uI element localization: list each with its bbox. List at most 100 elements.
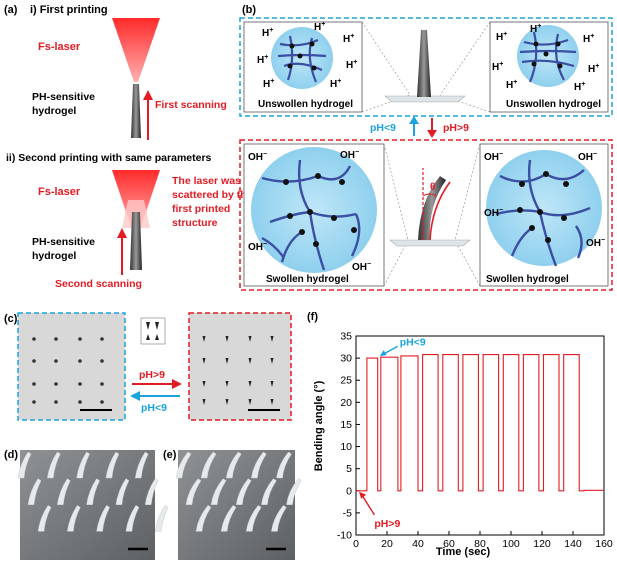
angle-arc xyxy=(422,193,437,197)
annotation-ph-high-arrowhead xyxy=(359,491,367,499)
unswollen-right-label: Unswollen hydrogel xyxy=(506,99,601,110)
sem-pillar xyxy=(57,478,71,505)
sem-pillar xyxy=(134,451,149,479)
x-tick-label: 0 xyxy=(353,538,359,550)
panel-f-label: (f) xyxy=(307,311,318,323)
sem-pillar xyxy=(67,504,81,532)
scan-arrow-1-head xyxy=(143,90,153,100)
scan-arrow-2-head xyxy=(117,228,127,238)
sem-pillar xyxy=(175,451,192,479)
pillar-dot xyxy=(270,399,274,405)
pillar-dot xyxy=(270,358,274,364)
h-ion-6: H+ xyxy=(263,78,274,90)
x-tick-label: 120 xyxy=(533,538,551,550)
sem-pillar xyxy=(17,451,32,479)
pillar-dot xyxy=(78,382,82,386)
oh-ion-5: OH− xyxy=(484,151,503,163)
sem-pillar xyxy=(47,451,61,479)
y-tick-label: 20 xyxy=(340,397,352,409)
sem-image-d xyxy=(20,450,155,560)
pillar-dot xyxy=(100,400,104,404)
step2-title: ii) Second printing with same parameters xyxy=(6,152,212,164)
ph-low-arrow-head xyxy=(409,116,419,124)
x-tick-label: 80 xyxy=(474,538,486,550)
sem-pillars-d xyxy=(17,451,169,532)
inset-pillar-schematic xyxy=(140,317,166,345)
pillar-dot xyxy=(248,381,252,387)
h-ion-12: H+ xyxy=(588,63,599,75)
step1-title: i) First printing xyxy=(30,4,108,16)
sem-pillar xyxy=(210,478,227,505)
panel-d-label: (d) xyxy=(4,449,18,461)
substrate-bottom xyxy=(389,239,471,247)
x-tick-label: 40 xyxy=(412,538,424,550)
ph-high-label-c: pH>9 xyxy=(139,369,165,381)
pillar-dot xyxy=(225,358,229,364)
pillar-dot xyxy=(32,337,36,341)
pillar-dot xyxy=(202,381,206,387)
pillar-dot xyxy=(78,400,82,404)
pillar-dot xyxy=(202,399,206,405)
sem-pillar xyxy=(271,505,287,532)
sem-pillar xyxy=(105,451,120,479)
ph-low-label: pH<9 xyxy=(370,122,396,134)
sem-pillar xyxy=(86,478,100,505)
pillar-dot xyxy=(100,382,104,386)
material-label-1b: hydrogel xyxy=(32,105,76,117)
pillar-dot xyxy=(270,336,274,342)
y-tick-label: -10 xyxy=(337,530,352,542)
oh-ion-6: OH− xyxy=(578,151,597,163)
pillar-dot xyxy=(32,359,36,363)
h-ion-3: H+ xyxy=(343,33,354,45)
oh-ion-8: OH− xyxy=(586,237,605,249)
zoom-line-1 xyxy=(361,21,411,96)
laser-cone-1 xyxy=(112,18,160,82)
array-image-right xyxy=(188,312,292,421)
unswollen-gel-right xyxy=(517,25,579,87)
pillar-dot xyxy=(32,382,36,386)
bent-pillar xyxy=(418,176,446,240)
second-scan-label: Second scanning xyxy=(55,278,142,290)
pillar-dot xyxy=(54,400,58,404)
h-ion-2: H+ xyxy=(314,21,325,33)
oh-ion-1: OH− xyxy=(248,151,267,163)
panel-a: (a) i) First printing Fs-laser PH-sensit… xyxy=(4,4,253,290)
x-tick-label: 100 xyxy=(502,538,520,550)
y-tick-label: 15 xyxy=(340,419,352,431)
pillar-array-right xyxy=(202,336,274,405)
pillar-dot xyxy=(100,359,104,363)
inset-upright xyxy=(146,322,159,330)
swollen-gel-right xyxy=(486,150,602,266)
crosslinks-swollen-right xyxy=(517,171,569,243)
swollen-box xyxy=(239,139,613,291)
zoom-line-5 xyxy=(383,143,409,241)
pillar-dot xyxy=(100,337,104,341)
y-tick-label: 10 xyxy=(340,441,352,453)
sem-pillar xyxy=(261,478,277,505)
sem-pillar xyxy=(115,478,130,505)
y-tick-label: 0 xyxy=(346,485,352,497)
panel-c: (c) pH>9 pH<9 xyxy=(4,312,292,421)
x-tick-label: 20 xyxy=(381,538,393,550)
h-ion-9: H+ xyxy=(496,31,507,43)
material-label-1a: PH-sensitive xyxy=(32,91,95,103)
sem-pillar xyxy=(76,451,90,479)
scatter-text-2: scattered by the xyxy=(172,189,253,201)
h-ion-14: H+ xyxy=(574,81,585,93)
oh-ion-4: OH− xyxy=(352,261,371,273)
ph-high-arrow-head xyxy=(427,130,437,138)
sem-pillar xyxy=(154,504,169,532)
sem-pillar xyxy=(195,505,212,532)
bent-pillar-edge xyxy=(429,181,451,241)
sem-pillar xyxy=(96,504,110,532)
upright-pillar xyxy=(417,30,431,97)
sem-pillar xyxy=(200,451,217,479)
pillar-dot xyxy=(32,400,36,404)
panel-b-label: (b) xyxy=(242,4,256,16)
pillar-dot xyxy=(202,336,206,342)
x-tick-label: 140 xyxy=(564,538,582,550)
panel-a-label: (a) xyxy=(4,4,18,16)
panel-e-label: (e) xyxy=(163,449,177,461)
swollen-right-label: Swollen hydrogel xyxy=(486,274,569,285)
